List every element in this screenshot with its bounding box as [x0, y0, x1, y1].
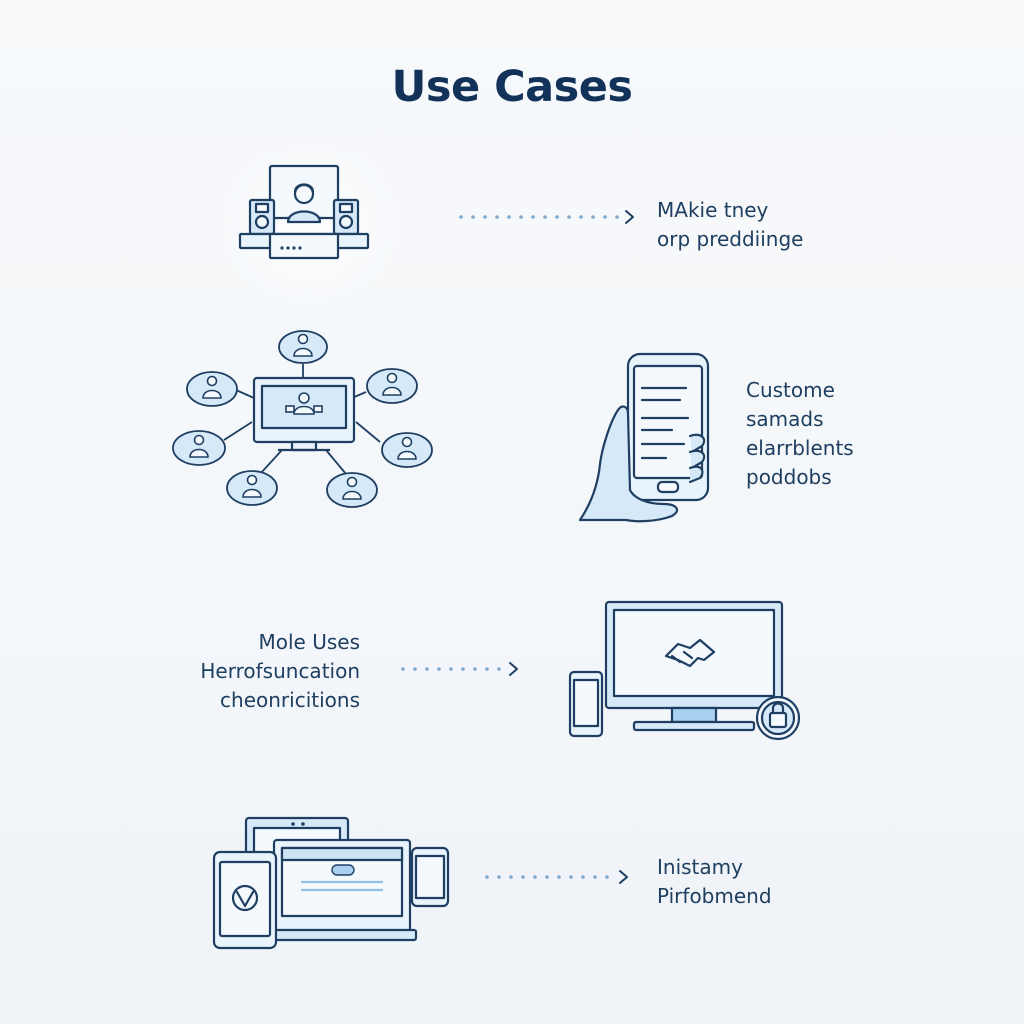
hand-holding-phone-icon: [576, 352, 720, 524]
caption-line: orp preddiinge: [657, 227, 804, 251]
caption-line: Pirfobmend: [657, 884, 772, 908]
caption-line: poddobs: [746, 465, 832, 489]
workstation-with-speakers-icon: [236, 164, 372, 264]
caption-row-4: Inistamy Pirfobmend: [657, 853, 772, 911]
caption-line: MAkie tney: [657, 198, 769, 222]
connector-arrow: [484, 868, 634, 890]
caption-line: Mole Uses: [258, 630, 361, 654]
page-title: Use Cases: [391, 62, 633, 112]
caption-row-3: Mole Uses Herrofsuncation cheonricitions: [170, 628, 360, 715]
networked-users-hub-icon: [170, 326, 436, 516]
caption-row-2: Custome samads elarrblents poddobs: [746, 376, 854, 492]
caption-line: Inistamy: [657, 855, 743, 879]
monitor-phone-lock-icon: [568, 600, 804, 744]
caption-line: elarrblents: [746, 436, 854, 460]
multi-device-responsive-icon: [210, 814, 452, 954]
caption-row-1: MAkie tney orp preddiinge: [657, 196, 803, 254]
caption-line: Herrofsuncation: [200, 659, 360, 683]
connector-arrow: [400, 660, 524, 682]
caption-line: cheonricitions: [220, 688, 360, 712]
caption-line: Custome: [746, 378, 835, 402]
caption-line: samads: [746, 407, 824, 431]
connector-arrow: [458, 208, 638, 230]
